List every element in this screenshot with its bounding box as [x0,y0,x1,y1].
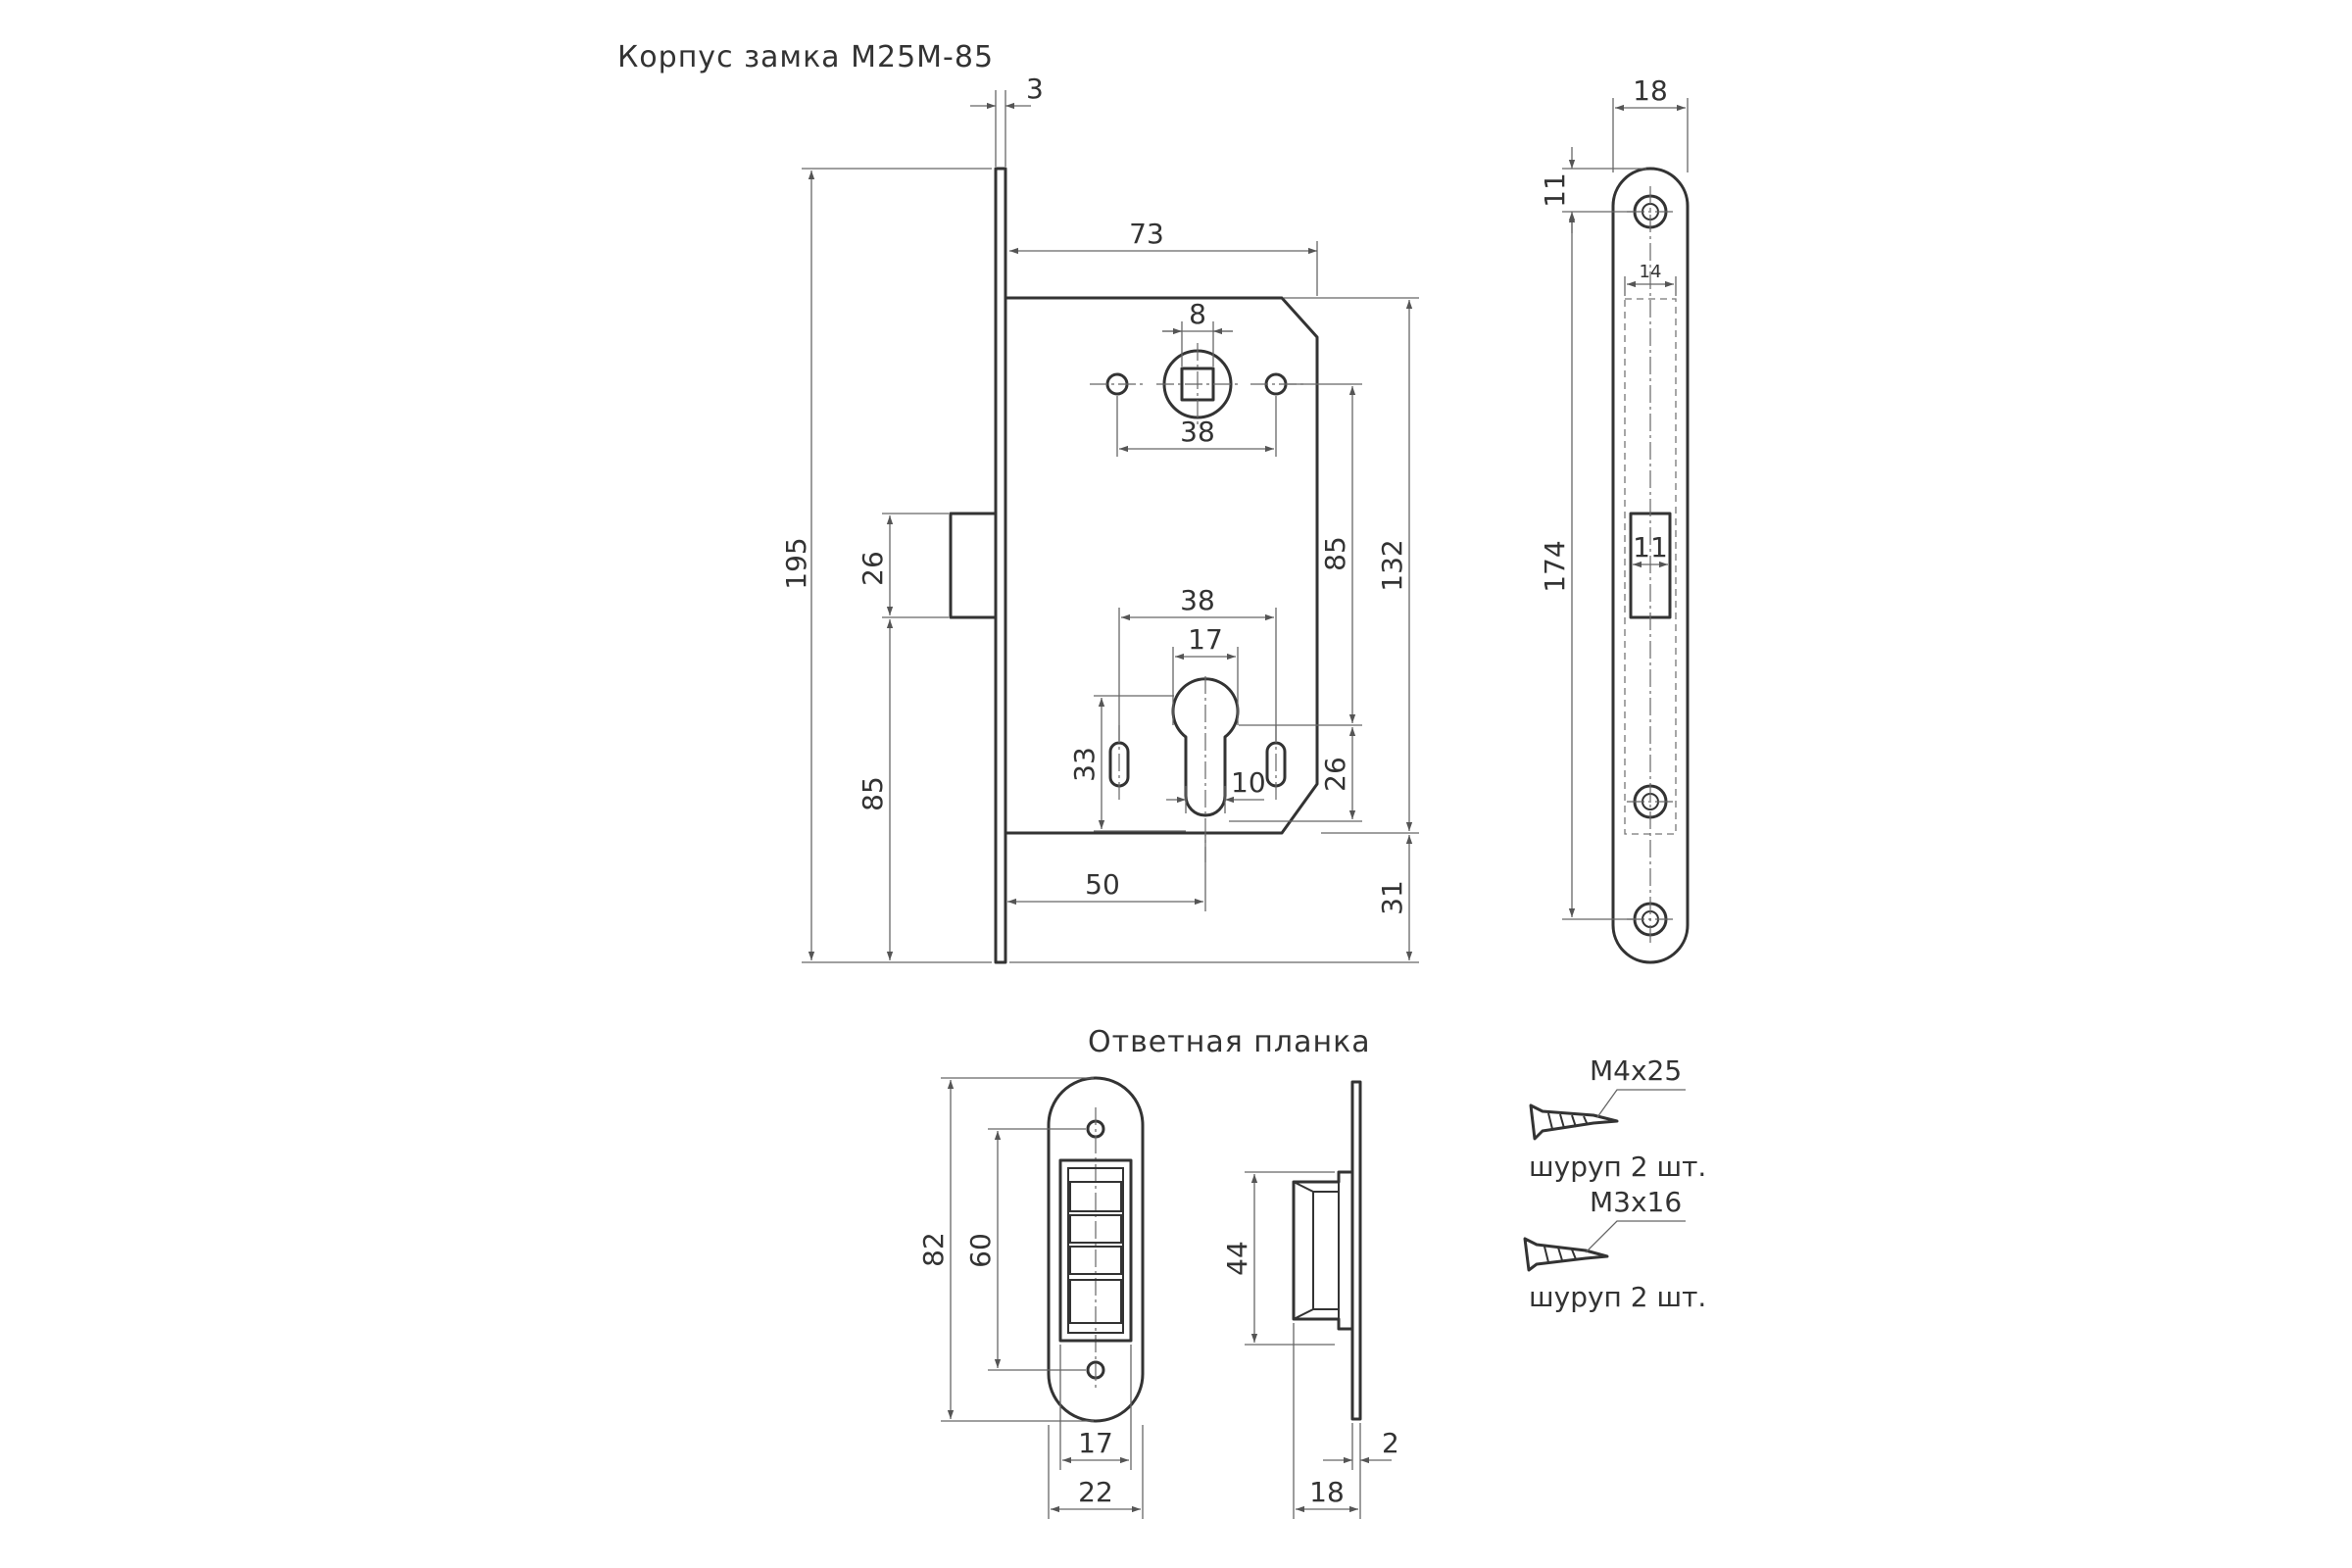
dim-faceplate-length: 174 [1539,540,1571,592]
dim-latch-height: 26 [857,551,889,586]
screw-size: M4x25 [1590,1054,1682,1087]
lock-case [1005,296,1319,835]
dim-spindle-square: 8 [1189,298,1206,330]
strike-plate-title: Ответная планка [1088,1025,1371,1059]
dim-window-label: 11 [1633,531,1668,564]
dim-slot-width: 10 [1231,766,1266,799]
dim-cylinder-spacing: 38 [1180,584,1215,616]
screw-m4x25: M4x25 шуруп 2 шт. [1529,1054,1706,1183]
faceplate-outline [1611,167,1690,964]
dim-case-height: 132 [1376,539,1408,591]
dim-strike-hole-spacing: 60 [964,1233,997,1268]
screw-m3x16: M3x16 шуруп 2 шт. [1523,1186,1706,1313]
dim-center-distance: 85 [1319,536,1351,571]
dim-cylinder-height: 33 [1068,747,1101,782]
dim-hole-offset: 11 [1539,172,1571,208]
screw-icon [1529,1103,1619,1141]
faceplate-side-view [1611,167,1690,964]
dim-total-height: 195 [780,537,812,589]
lock-body-front-view [949,167,1319,964]
dim-screw-spacing: 38 [1180,416,1215,448]
screw-quantity: шуруп 2 шт. [1529,1281,1706,1313]
dim-window-width: 14 [1640,262,1662,282]
dim-faceplate-thickness: 3 [1026,73,1044,105]
lock-front-dimensions: 3 73 8 38 195 26 85 85 [780,73,1419,963]
dim-strike-box-width: 17 [1078,1427,1113,1459]
faceplate-side-dimensions: 18 11 14 11 174 [1539,74,1689,920]
lock-body-title: Корпус замка M25M-85 [617,40,994,74]
dim-backset: 50 [1085,868,1120,901]
dim-strike-height: 82 [917,1232,950,1267]
dim-bottom-offset: 31 [1376,880,1408,915]
dim-cylinder-width: 17 [1188,623,1223,656]
strike-plate-front-view [1047,1076,1145,1423]
strike-plate-outline [1047,1076,1145,1423]
screw-quantity: шуруп 2 шт. [1529,1151,1706,1183]
dim-latch-to-bottom: 85 [857,776,889,811]
latch-bolt [949,512,998,619]
dim-faceplate-width: 18 [1633,74,1668,107]
dim-cylinder-lower: 26 [1319,757,1351,792]
screw-size: M3x16 [1590,1186,1682,1218]
strike-box-side [1292,1170,1352,1331]
strike-box [1058,1158,1133,1343]
strike-side-dimensions: 44 2 18 [1221,1171,1399,1519]
strike-plate-side [1350,1080,1362,1421]
screw-icon [1523,1237,1609,1272]
dim-lock-depth: 73 [1129,218,1164,250]
dim-strike-plate-thickness: 2 [1382,1427,1399,1459]
strike-front-dimensions: 82 60 17 22 [917,1077,1144,1519]
dim-strike-width: 22 [1078,1476,1113,1508]
dim-strike-depth: 18 [1309,1476,1345,1508]
dim-strike-box-height: 44 [1221,1241,1253,1276]
strike-plate-side-view [1292,1080,1362,1421]
